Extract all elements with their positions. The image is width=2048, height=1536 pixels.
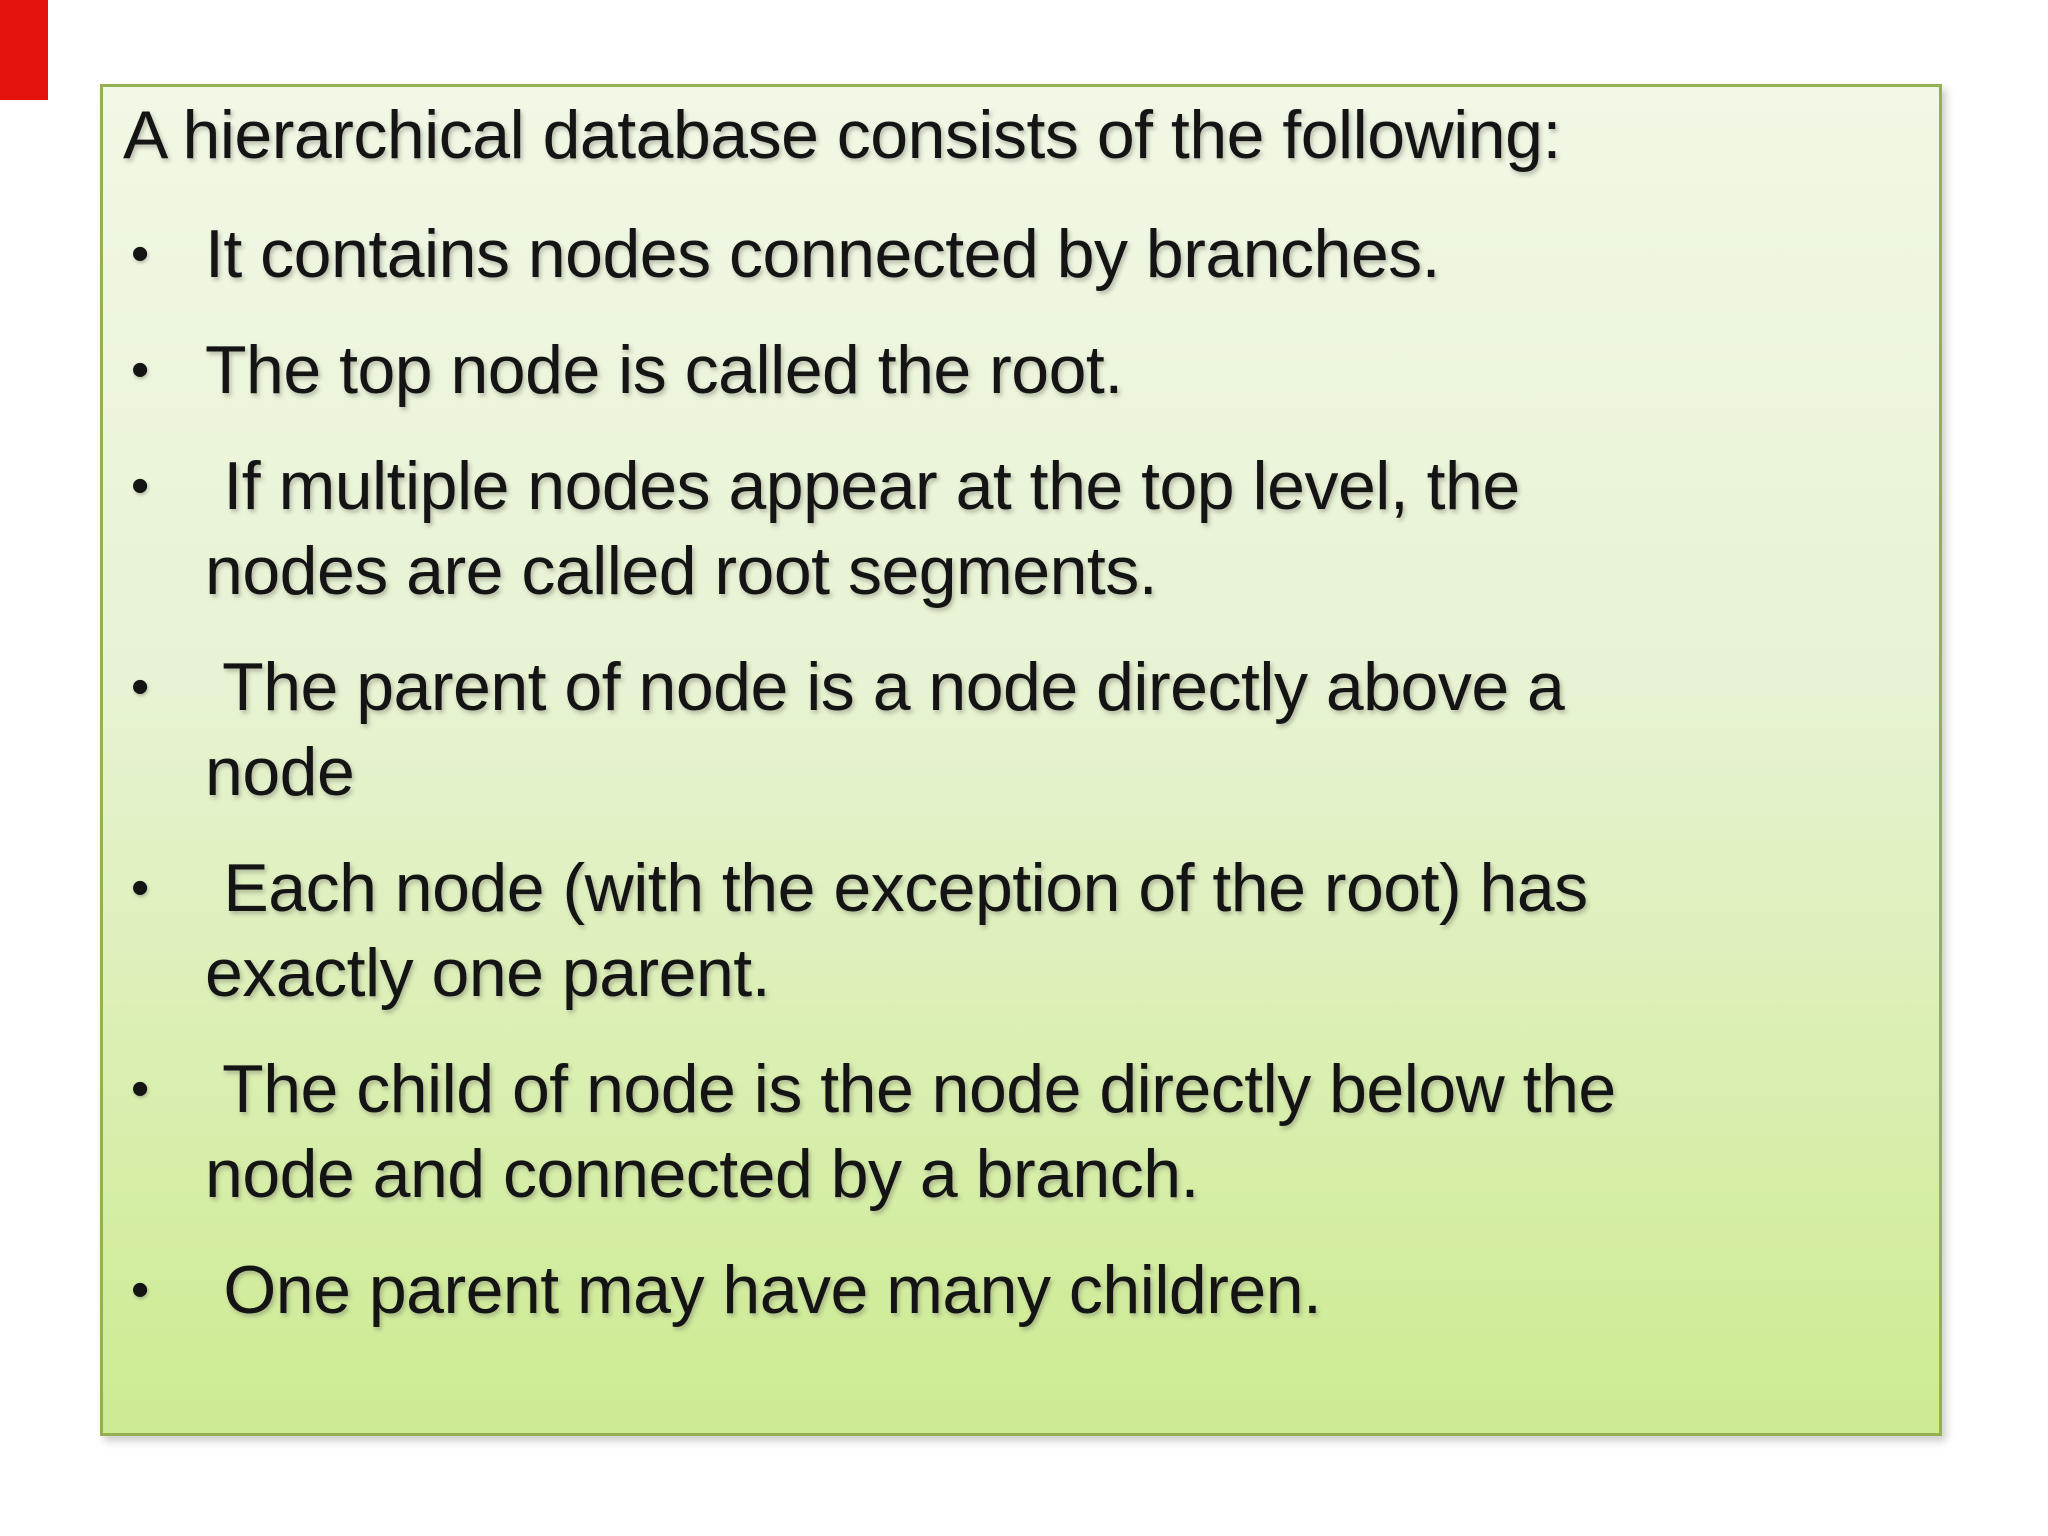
- text-line: The child of node is the node directly b…: [205, 1051, 1616, 1127]
- red-corner-mark: [0, 0, 48, 100]
- bullet-item: • The top node is called the root.: [123, 328, 1911, 413]
- bullet-marker-icon: •: [131, 1261, 150, 1319]
- bullet-text: If multiple nodes appear at the top leve…: [205, 444, 1911, 614]
- bullet-text: Each node (with the exception of the roo…: [205, 846, 1911, 1016]
- bullet-text: The child of node is the node directly b…: [205, 1047, 1911, 1217]
- bullet-marker-icon: •: [131, 341, 150, 399]
- bullet-marker-icon: •: [131, 457, 150, 515]
- slide-title: A hierarchical database consists of the …: [123, 97, 1561, 173]
- text-line: nodes are called root segments.: [205, 533, 1158, 609]
- bullet-text: It contains nodes connected by branches.: [205, 212, 1911, 297]
- bullet-item: • The parent of node is a node directly …: [123, 645, 1911, 815]
- text-line: One parent may have many children.: [205, 1252, 1322, 1328]
- bullet-item: • If multiple nodes appear at the top le…: [123, 444, 1911, 614]
- bullet-marker-icon: •: [131, 1060, 150, 1118]
- bullet-marker-icon: •: [131, 225, 150, 283]
- text-line: It contains nodes connected by branches.: [205, 216, 1441, 292]
- bullet-text: One parent may have many children.: [205, 1248, 1911, 1333]
- bullet-marker-icon: •: [131, 859, 150, 917]
- bullet-text: The parent of node is a node directly ab…: [205, 645, 1911, 815]
- bullet-item: • It contains nodes connected by branches…: [123, 212, 1911, 297]
- bullet-item: • One parent may have many children.: [123, 1248, 1911, 1333]
- text-line: node and connected by a branch.: [205, 1136, 1199, 1212]
- content-box: A hierarchical database consists of the …: [100, 84, 1942, 1436]
- text-line: Each node (with the exception of the roo…: [205, 850, 1588, 926]
- bullet-item: • Each node (with the exception of the r…: [123, 846, 1911, 1016]
- text-line: If multiple nodes appear at the top leve…: [205, 448, 1520, 524]
- text-line: node: [205, 734, 355, 810]
- text-line: The parent of node is a node directly ab…: [205, 649, 1565, 725]
- bullet-item: • The child of node is the node directly…: [123, 1047, 1911, 1217]
- bullet-list: • It contains nodes connected by branches…: [123, 212, 1911, 1333]
- text-line: exactly one parent.: [205, 935, 771, 1011]
- bullet-marker-icon: •: [131, 658, 150, 716]
- bullet-text: The top node is called the root.: [205, 328, 1911, 413]
- text-line: The top node is called the root.: [205, 332, 1123, 408]
